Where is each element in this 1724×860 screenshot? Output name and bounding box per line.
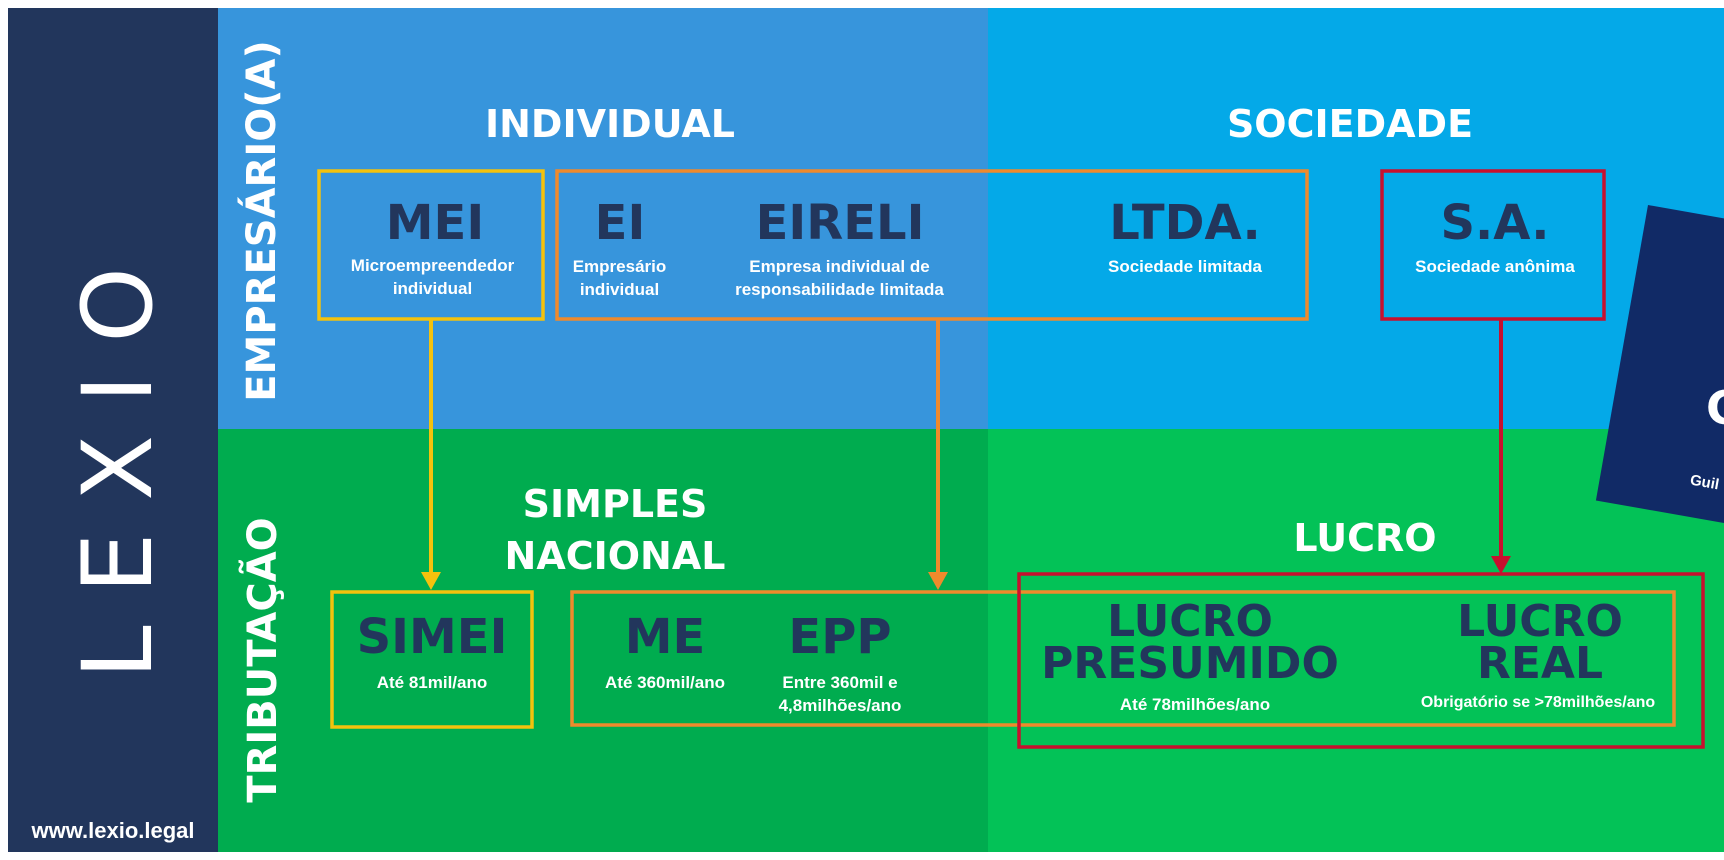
- box-lucro: [1017, 572, 1705, 749]
- box-simples-lucro: [570, 590, 1676, 727]
- individual-panel: [218, 8, 988, 429]
- heading-simples-line2: NACIONAL: [504, 534, 726, 578]
- book-cover-letter: C: [1706, 381, 1724, 435]
- me-description: Até 360mil/ano: [605, 673, 725, 692]
- mei-desc-line2: individual: [392, 279, 473, 298]
- lucro-real-title: LUCRO REAL: [1440, 596, 1640, 689]
- website-url: www.lexio.legal: [31, 818, 195, 843]
- arrowhead-yellow: [421, 572, 441, 590]
- epp-desc-line1: Entre 360mil e: [782, 673, 898, 692]
- simples-panel: [218, 429, 988, 852]
- heading-sociedade: SOCIEDADE: [1226, 102, 1474, 146]
- lucro-presumido-title-line1: LUCRO: [1107, 596, 1273, 647]
- ei-description: Empresário individual: [562, 255, 677, 301]
- simei-description: Até 81mil/ano: [376, 673, 488, 692]
- box-simei: [330, 590, 534, 729]
- epp-desc-line2: 4,8milhões/ano: [778, 696, 902, 715]
- box-individual-ltda: [555, 169, 1309, 321]
- arrowhead-red: [1491, 556, 1511, 574]
- ei-desc-line2: individual: [579, 280, 660, 299]
- eireli-description: Empresa individual de responsabilidade l…: [712, 255, 967, 301]
- eireli-title: EIRELI: [755, 195, 925, 251]
- sa-description: Sociedade anônima: [1415, 257, 1575, 276]
- lucro-presumido-title: LUCRO PRESUMIDO: [1040, 596, 1340, 689]
- heading-simples: SIMPLES NACIONAL: [480, 478, 750, 582]
- mei-description: Microempreendedor individual: [325, 254, 540, 300]
- ei-title: EI: [594, 195, 646, 251]
- mei-title: MEI: [385, 195, 485, 251]
- epp-description: Entre 360mil e 4,8milhões/ano: [765, 671, 915, 717]
- lucro-real-description: Obrigatório se >78milhões/ano: [1420, 694, 1656, 711]
- arrowhead-orange: [928, 572, 948, 590]
- ltda-title: LTDA.: [1109, 195, 1261, 251]
- sidebar: [8, 8, 218, 852]
- heading-lucro: LUCRO: [1293, 516, 1437, 560]
- simei-title: SIMEI: [356, 609, 508, 665]
- mei-desc-line1: Microempreendedor: [350, 256, 515, 275]
- heading-simples-line1: SIMPLES: [522, 482, 708, 526]
- lucro-real-title-line1: LUCRO: [1457, 596, 1623, 647]
- lucro-real-title-line2: REAL: [1476, 638, 1604, 689]
- me-title: ME: [624, 609, 706, 665]
- heading-individual: INDIVIDUAL: [484, 102, 736, 146]
- sa-title: S.A.: [1440, 195, 1550, 251]
- sociedade-panel: [988, 8, 1724, 429]
- ltda-description: Sociedade limitada: [1108, 257, 1262, 276]
- ei-desc-line1: Empresário: [572, 257, 667, 276]
- epp-title: EPP: [788, 609, 892, 665]
- eireli-desc-line1: Empresa individual de: [749, 257, 930, 276]
- box-sa: [1380, 169, 1606, 321]
- lucro-presumido-title-line2: PRESUMIDO: [1041, 638, 1339, 689]
- eireli-desc-line2: responsabilidade limitada: [735, 280, 944, 299]
- lucro-presumido-description: Até 78milhões/ano: [1119, 695, 1271, 714]
